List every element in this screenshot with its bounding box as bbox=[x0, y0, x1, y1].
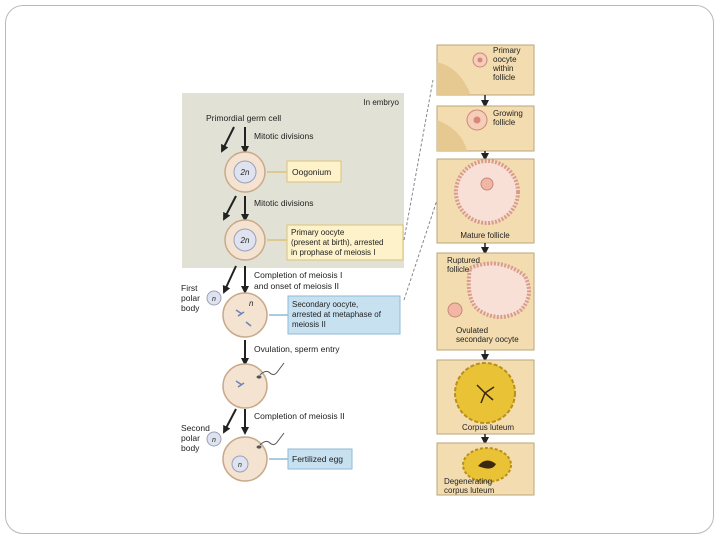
follicle-panel-degenerating: Degenerating corpus luteum bbox=[436, 442, 535, 496]
follicle-label: secondary oocyte bbox=[456, 335, 519, 344]
mitotic-divisions-label-2: Mitotic divisions bbox=[254, 198, 314, 208]
primary-oocyte-ploidy: 2n bbox=[240, 236, 250, 245]
fertilized-egg-label: Fertilized egg bbox=[292, 454, 343, 464]
mature-oocyte-icon bbox=[480, 177, 494, 191]
callout-lines bbox=[403, 79, 438, 301]
follicle-label: Mature follicle bbox=[460, 231, 510, 240]
secondary-oocyte-ploidy: n bbox=[249, 299, 254, 308]
oogonium-nucleus bbox=[233, 160, 257, 184]
follicle-label: within bbox=[492, 64, 513, 73]
follicle-label: Growing bbox=[493, 109, 523, 118]
follicle-panel-corpus-luteum: Corpus luteum bbox=[436, 359, 535, 435]
sperm-head bbox=[256, 445, 262, 449]
oocyte-sperm-entry-cell bbox=[222, 363, 268, 409]
sperm-tail bbox=[259, 362, 285, 376]
first-polar-body-ploidy: n bbox=[212, 296, 216, 303]
ovulated-oocyte-icon bbox=[447, 302, 463, 318]
oogonium-label: Oogonium bbox=[292, 167, 331, 177]
follicle-panel-mature: Mature follicle bbox=[436, 158, 535, 244]
callout-line-primary-oocyte bbox=[403, 79, 434, 241]
second-polar-body bbox=[206, 431, 222, 447]
first-polar-body bbox=[206, 290, 222, 306]
sperm-head bbox=[256, 375, 262, 379]
secondary-oocyte-label-line-2: arrested at metaphase of bbox=[292, 310, 382, 319]
follicle-label: follicle bbox=[493, 73, 516, 82]
growing-oocyte-icon bbox=[473, 116, 481, 124]
fertilized-egg-ploidy: n bbox=[238, 462, 242, 469]
meiosis-2-label: Completion of meiosis II bbox=[254, 411, 345, 421]
secondary-oocyte-label-line-3: meiosis II bbox=[292, 320, 326, 329]
follicle-label: follicle bbox=[447, 265, 470, 274]
ovary-tissue bbox=[437, 120, 467, 151]
second-polar-body-ploidy: n bbox=[212, 437, 216, 444]
primary-oocyte-label-line-1: Primary oocyte bbox=[291, 228, 345, 237]
fertilized-egg-nucleus bbox=[231, 455, 249, 473]
secondary-oocyte-label-box bbox=[287, 295, 401, 335]
degenerating-center bbox=[478, 460, 496, 469]
primary-oocyte-nucleus bbox=[233, 228, 257, 252]
follicle-panel-primary: Primary oocyte within follicle bbox=[436, 44, 535, 96]
second-polar-body-label-line-3: body bbox=[181, 443, 200, 453]
mature-follicle bbox=[454, 159, 520, 225]
chromosome-mark bbox=[235, 380, 245, 388]
follicle-label: Corpus luteum bbox=[462, 423, 514, 432]
primary-oocyte-label-box bbox=[286, 224, 404, 261]
oocyte-chromosomes bbox=[235, 380, 245, 388]
follicle-label: Primary bbox=[493, 46, 521, 55]
meiosis-1-label-line-1: Completion of meiosis I bbox=[254, 270, 342, 280]
chromosome-mark bbox=[245, 321, 252, 327]
follicle-label: Degenerating bbox=[444, 477, 492, 486]
first-polar-body-label-line-1: First bbox=[181, 283, 198, 293]
primordial-germ-cell-label: Primordial germ cell bbox=[206, 113, 281, 123]
secondary-oocyte-cell bbox=[222, 292, 268, 338]
first-polar-body-label-line-3: body bbox=[181, 303, 200, 313]
follicle-label: follicle bbox=[493, 118, 516, 127]
sperm-tail bbox=[259, 432, 285, 446]
arrow-to-first-polar-body bbox=[222, 265, 237, 294]
primary-oocyte-label-line-3: in prophase of meiosis I bbox=[291, 248, 376, 257]
second-polar-body-label-line-2: polar bbox=[181, 433, 200, 443]
secondary-oocyte-chromosomes bbox=[235, 309, 252, 327]
fertilized-egg-label-box bbox=[287, 448, 353, 470]
follicle-panel-growing: Growing follicle bbox=[436, 105, 535, 152]
arrows bbox=[221, 126, 249, 435]
follicle-label: Ruptured bbox=[447, 256, 480, 265]
ovulation-label: Ovulation, sperm entry bbox=[254, 344, 340, 354]
callout-line-secondary-oocyte bbox=[403, 199, 438, 301]
ruptured-follicle bbox=[466, 261, 531, 319]
follicle-panel-ruptured: Ruptured follicle Ovulated secondary ooc… bbox=[436, 252, 535, 351]
primary-oocyte-icon bbox=[477, 57, 483, 63]
follicle-label: oocyte bbox=[493, 55, 517, 64]
mitotic-divisions-label-1: Mitotic divisions bbox=[254, 131, 314, 141]
corpus-luteum-center bbox=[476, 384, 495, 404]
follicle-label: corpus luteum bbox=[444, 486, 495, 495]
meiosis-1-label-line-2: and onset of meiosis II bbox=[254, 281, 339, 291]
oogonium-label-box bbox=[286, 160, 342, 183]
first-polar-body-label-line-2: polar bbox=[181, 293, 200, 303]
ovary-tissue bbox=[437, 62, 470, 95]
chromosome-mark bbox=[235, 309, 245, 317]
second-polar-body-label-line-1: Second bbox=[181, 423, 210, 433]
oogonium-ploidy: 2n bbox=[240, 168, 250, 177]
secondary-oocyte-label-line-1: Secondary oocyte, bbox=[292, 300, 358, 309]
arrow bbox=[221, 126, 235, 153]
primary-oocyte-label-line-2: (present at birth), arrested bbox=[291, 238, 383, 247]
embryo-panel-header: In embryo bbox=[363, 98, 399, 107]
arrow-to-second-polar-body bbox=[223, 408, 237, 434]
arrow bbox=[223, 195, 237, 221]
follicle-label: Ovulated bbox=[456, 326, 488, 335]
